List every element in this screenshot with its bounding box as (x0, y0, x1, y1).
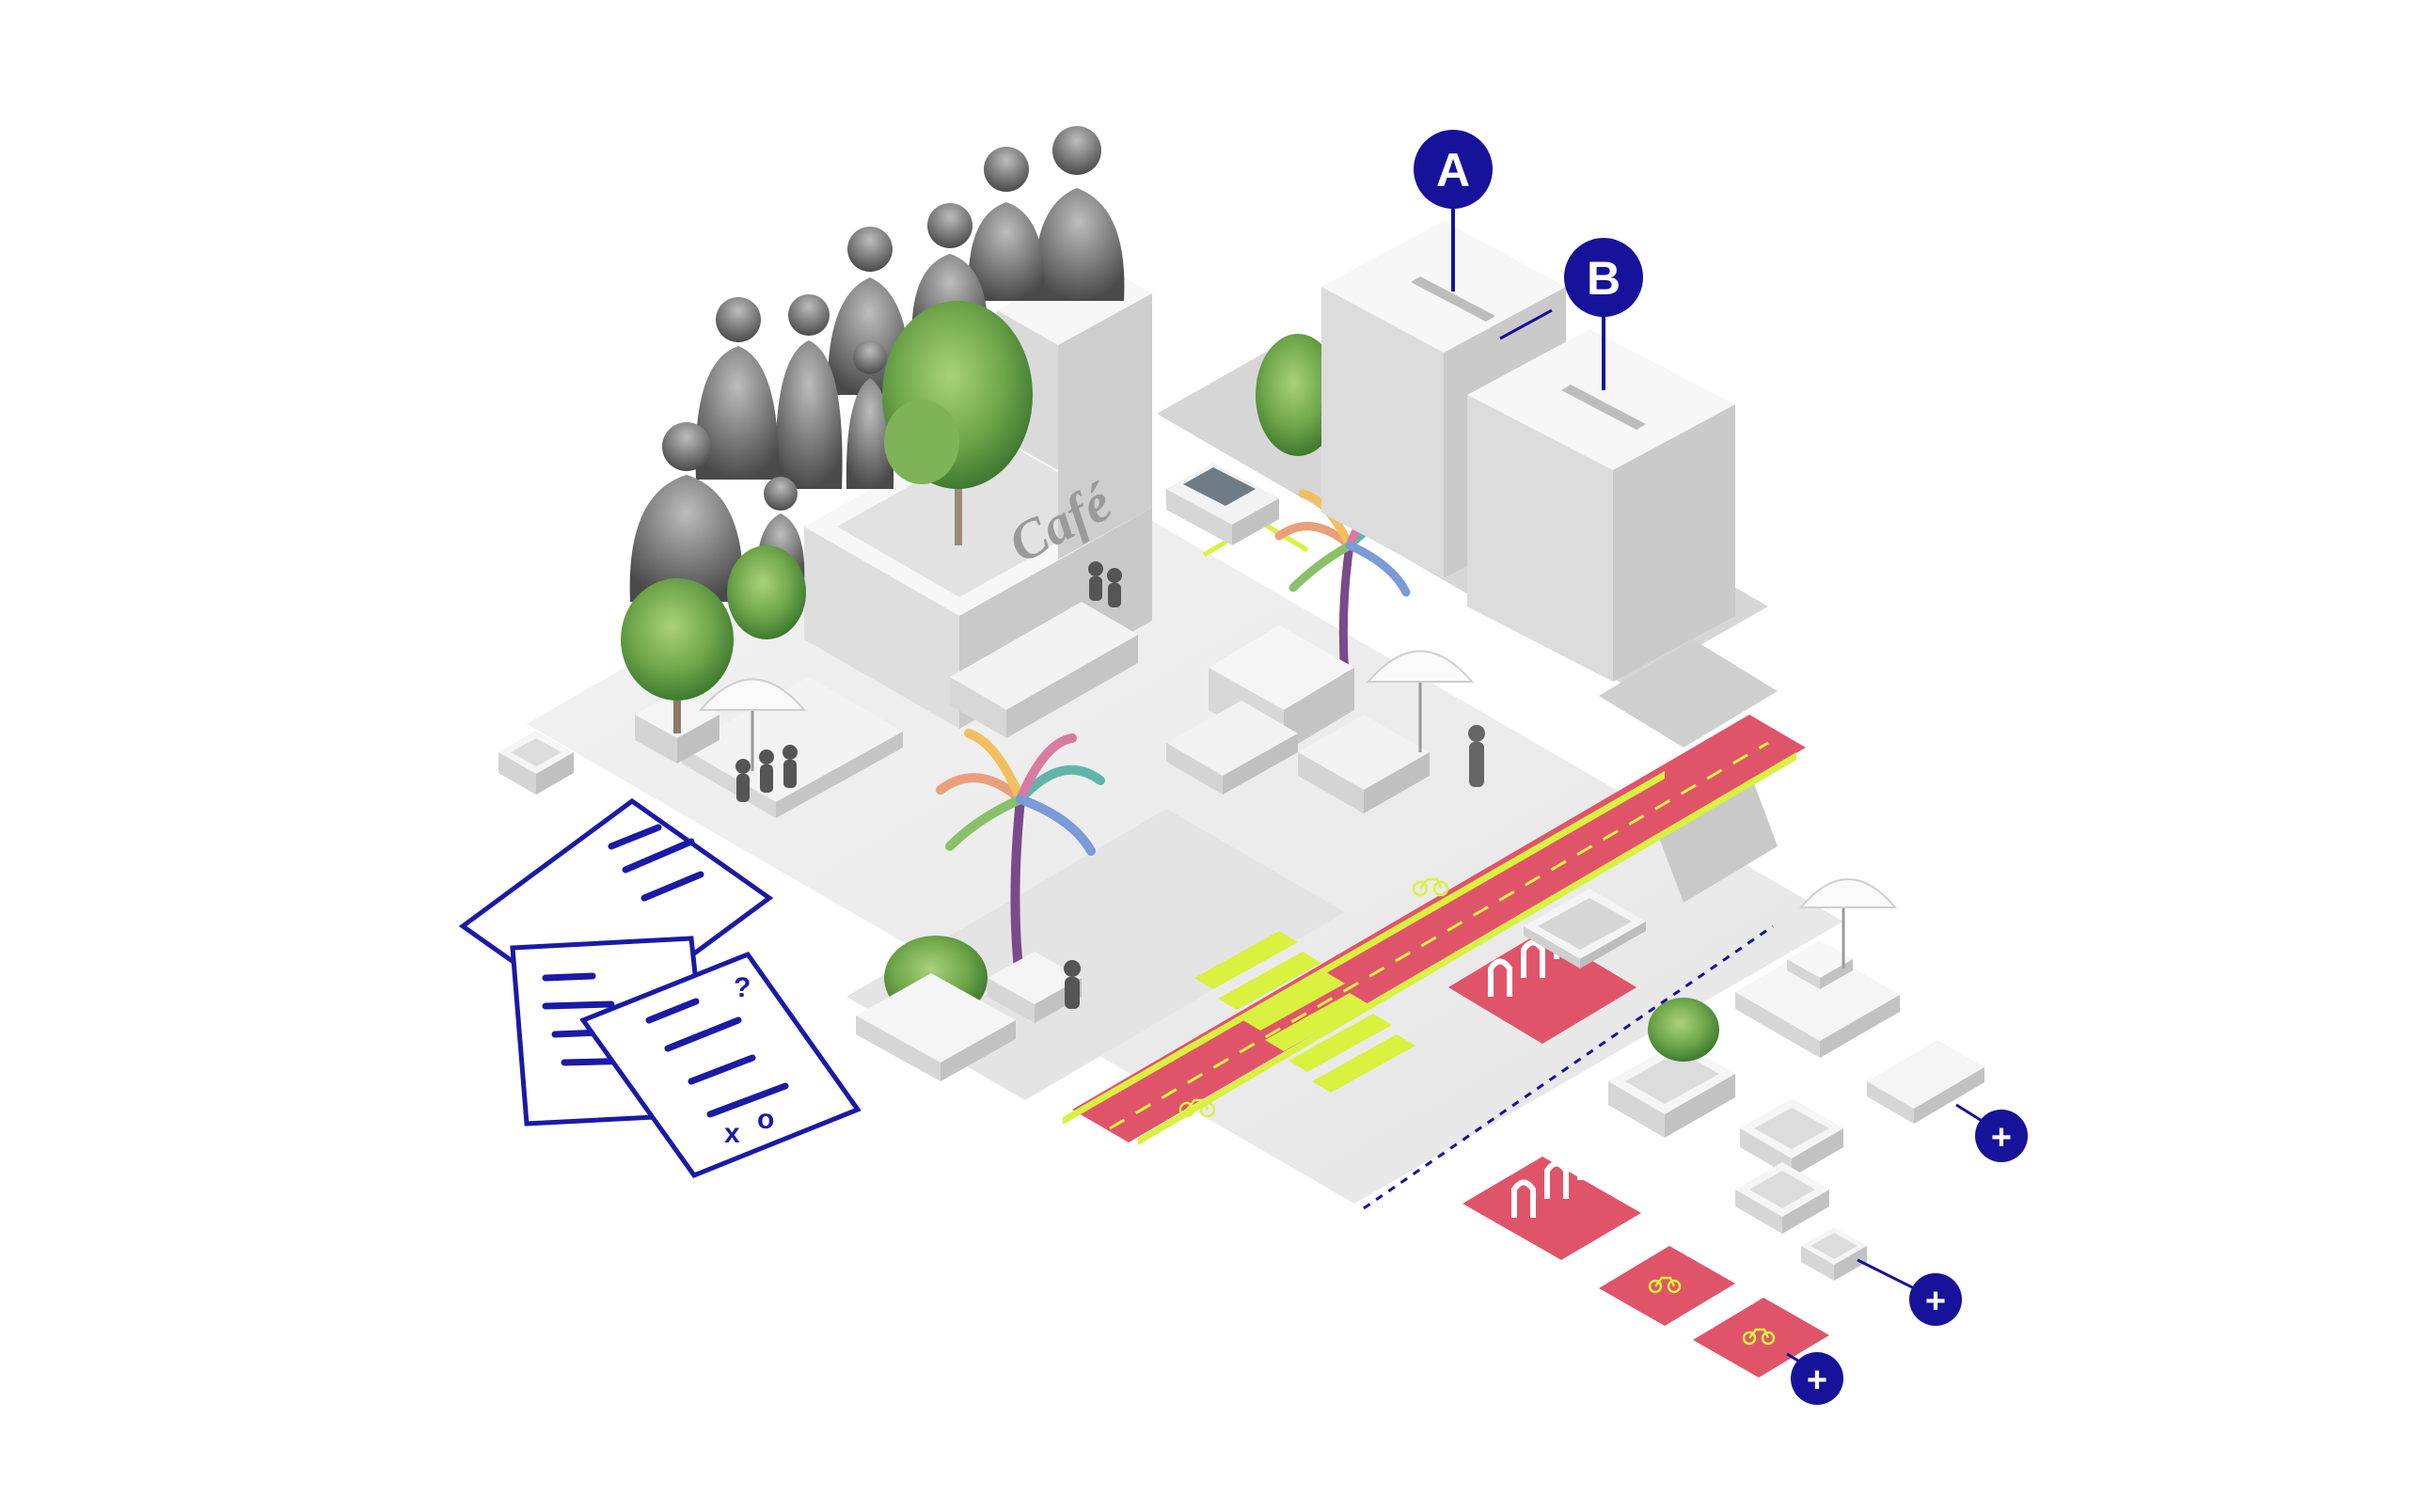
add-button-label: + (1991, 1118, 2012, 1158)
add-button[interactable]: + (1857, 1258, 1962, 1326)
planter-icon (1801, 1227, 1867, 1281)
marker-b[interactable]: B (1564, 238, 1643, 390)
bicycle-icon (1412, 877, 1449, 897)
planter-block (856, 952, 1082, 1081)
survey-mark-o: o (757, 1104, 774, 1135)
tree (1256, 334, 1340, 456)
bike-rack-tile (1462, 1142, 1641, 1260)
person (1034, 126, 1125, 301)
survey-sheet: x o ? (579, 951, 862, 1179)
car (1166, 463, 1279, 545)
marker-a[interactable]: A (1414, 130, 1493, 291)
tray-block (1524, 889, 1646, 969)
steps-cluster (1166, 625, 1430, 813)
bicycle-icon (1648, 1276, 1682, 1294)
tree (727, 545, 806, 639)
planter-icon (1735, 1162, 1829, 1234)
umbrella-module (1735, 878, 1900, 1058)
bike-rack-icon (1511, 1142, 1602, 1218)
umbrella-icon (1366, 650, 1475, 752)
person (695, 297, 780, 480)
planter-icon (1740, 1098, 1843, 1177)
survey-sheets: x o ? (458, 797, 862, 1179)
tree (882, 301, 1033, 545)
umbrella-icon (698, 678, 807, 771)
add-button-label: + (1807, 1361, 1827, 1400)
bike-lane-tile (1693, 1298, 1829, 1378)
add-button[interactable]: + (1955, 1103, 2028, 1162)
tree (621, 578, 734, 733)
add-button-label: + (1925, 1282, 1946, 1321)
person (846, 340, 894, 489)
person (629, 422, 744, 602)
person (968, 147, 1045, 301)
add-button[interactable]: + (1786, 1352, 1843, 1405)
person (775, 294, 843, 489)
palm-tree-icon (936, 729, 1105, 969)
planter-icon (498, 731, 574, 795)
bicycle-icon (1742, 1328, 1776, 1346)
planter-module (1608, 998, 1735, 1138)
survey-mark-question: ? (734, 972, 751, 1003)
marker-a-label: A (1436, 144, 1470, 197)
bike-lane (1063, 715, 1806, 1145)
person-walking (1468, 725, 1485, 787)
person-seated (735, 561, 1122, 1009)
bench-module (1867, 1040, 1984, 1124)
survey-mark-x: x (724, 1118, 740, 1149)
bicycle-icon (1178, 1098, 1216, 1118)
ballot-box-b (1467, 329, 1735, 682)
marker-b-label: B (1587, 252, 1621, 305)
zebra-crossing (1194, 931, 1415, 1093)
bike-lane-tile (1599, 1246, 1735, 1326)
